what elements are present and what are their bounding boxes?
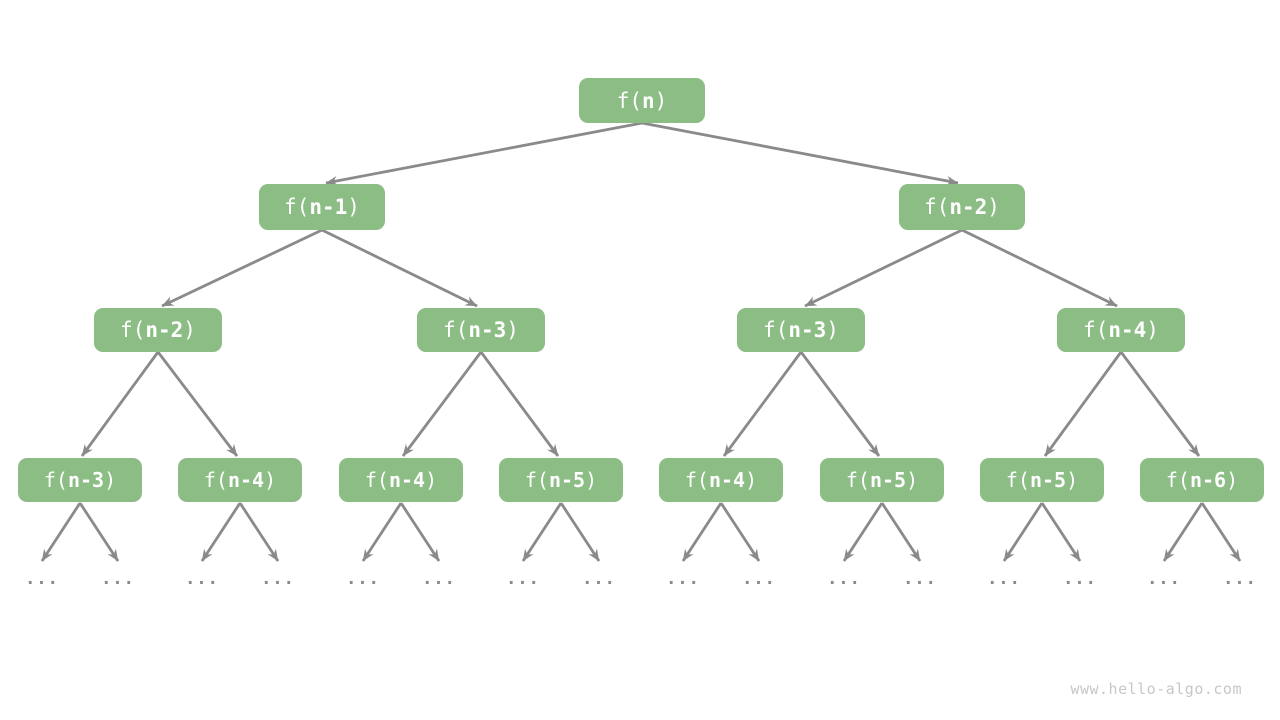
watermark-text: www.hello-algo.com [1070, 680, 1242, 698]
node-label-suffix: ) [585, 468, 598, 492]
ellipsis: ... [185, 569, 219, 589]
edges-level4-to-ellipsis [40, 502, 1242, 562]
edges-level3-to-level4 [80, 351, 1201, 457]
ellipsis: ... [827, 569, 861, 589]
node-label-prefix: f( [443, 318, 469, 342]
node-label-arg: n-4 [227, 468, 265, 492]
node-label-suffix: ) [1226, 468, 1239, 492]
tree-node-l2-f-n-1: f(n-1) [259, 184, 385, 230]
tree-node-l3-f-n-4: f(n-4) [1057, 308, 1185, 352]
node-label-suffix: ) [987, 195, 1000, 219]
node-label-arg: n-5 [869, 468, 907, 492]
tree-node-l4-f-n-5: f(n-5) [980, 458, 1104, 502]
tree-node-l4-f-n-4: f(n-4) [659, 458, 783, 502]
ellipsis: ... [506, 569, 540, 589]
node-label-prefix: f( [684, 468, 709, 492]
tree-node-l4-f-n-5: f(n-5) [499, 458, 623, 502]
node-label-arg: n-3 [67, 468, 105, 492]
ellipsis: ... [582, 569, 616, 589]
node-label-arg: n-4 [1108, 318, 1147, 342]
node-label-suffix: ) [1066, 468, 1079, 492]
node-label-prefix: f( [524, 468, 549, 492]
edges-level2-to-level3 [161, 228, 1118, 308]
node-label-suffix: ) [506, 318, 519, 342]
node-label-suffix: ) [183, 318, 196, 342]
node-label-arg: n-6 [1189, 468, 1227, 492]
tree-node-l4-f-n-4: f(n-4) [178, 458, 302, 502]
node-label-suffix: ) [745, 468, 758, 492]
node-label-prefix: f( [203, 468, 228, 492]
tree-node-l3-f-n-2: f(n-2) [94, 308, 222, 352]
node-label-prefix: f( [845, 468, 870, 492]
node-label-prefix: f( [616, 88, 642, 113]
ellipsis: ... [261, 569, 295, 589]
ellipsis: ... [1223, 569, 1257, 589]
node-label-arg: n-5 [548, 468, 586, 492]
node-label-suffix: ) [264, 468, 277, 492]
node-label-suffix: ) [906, 468, 919, 492]
tree-node-l3-f-n-3: f(n-3) [417, 308, 545, 352]
tree-node-l4-f-n-5: f(n-5) [820, 458, 944, 502]
node-label-suffix: ) [826, 318, 839, 342]
node-label-arg: n-1 [309, 195, 348, 219]
node-label-suffix: ) [347, 195, 360, 219]
node-label-suffix: ) [1146, 318, 1159, 342]
tree-node-l4-f-n-6: f(n-6) [1140, 458, 1264, 502]
ellipsis: ... [666, 569, 700, 589]
node-label-arg: n-5 [1029, 468, 1067, 492]
node-label-suffix: ) [104, 468, 117, 492]
edges-level1-to-level2 [325, 121, 959, 186]
tree-node-root-f-n: f(n) [579, 78, 705, 123]
node-label-suffix: ) [654, 88, 668, 113]
node-label-arg: n-2 [949, 195, 988, 219]
node-label-prefix: f( [364, 468, 389, 492]
node-label-arg: n-3 [788, 318, 827, 342]
ellipsis: ... [25, 569, 59, 589]
ellipsis: ... [903, 569, 937, 589]
ellipsis: ... [422, 569, 456, 589]
ellipsis: ... [987, 569, 1021, 589]
node-label-prefix: f( [763, 318, 789, 342]
node-label-arg: n-4 [708, 468, 746, 492]
tree-node-l4-f-n-3: f(n-3) [18, 458, 142, 502]
node-label-prefix: f( [284, 195, 310, 219]
node-label-prefix: f( [1083, 318, 1109, 342]
node-label-prefix: f( [924, 195, 950, 219]
node-label-arg: n-4 [388, 468, 426, 492]
node-label-prefix: f( [1005, 468, 1030, 492]
node-label-prefix: f( [120, 318, 146, 342]
node-label-prefix: f( [1165, 468, 1190, 492]
ellipsis: ... [1147, 569, 1181, 589]
tree-node-l4-f-n-4: f(n-4) [339, 458, 463, 502]
node-label-suffix: ) [425, 468, 438, 492]
ellipsis: ... [346, 569, 380, 589]
ellipsis: ... [742, 569, 776, 589]
tree-node-l2-f-n-2: f(n-2) [899, 184, 1025, 230]
tree-node-l3-f-n-3: f(n-3) [737, 308, 865, 352]
ellipsis: ... [101, 569, 135, 589]
ellipsis: ... [1063, 569, 1097, 589]
node-label-prefix: f( [43, 468, 68, 492]
node-label-arg: n-3 [468, 318, 507, 342]
node-label-arg: n [641, 88, 655, 113]
node-label-arg: n-2 [145, 318, 184, 342]
